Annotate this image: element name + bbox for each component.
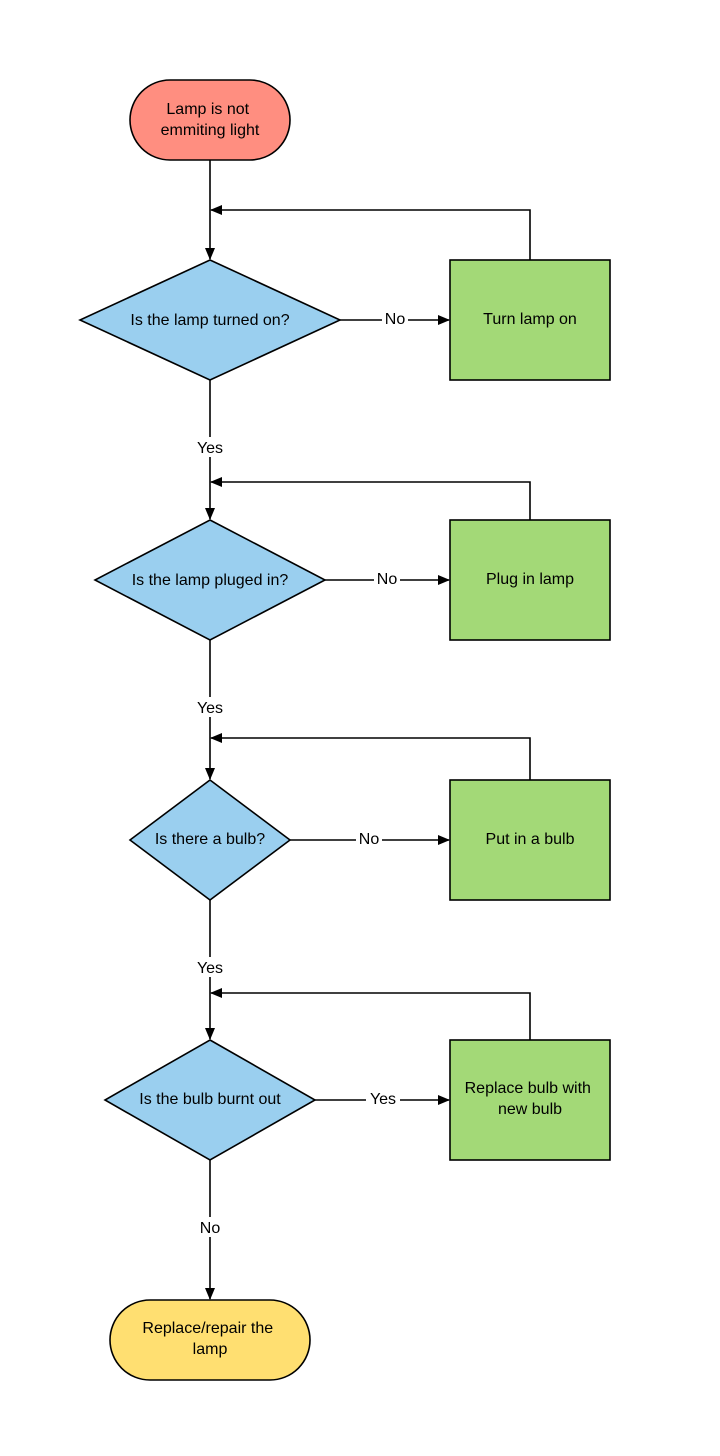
decision-shape — [78, 259, 342, 381]
edge-label-text: No — [385, 311, 406, 328]
decision-bulb-burnt-out: Is the bulb burnt out — [103, 1039, 317, 1161]
connector-a4-loop — [210, 988, 531, 1040]
edge-label-text: Yes — [197, 440, 223, 457]
connector-a1-loop — [210, 205, 531, 260]
edge-label-text: Yes — [197, 700, 223, 717]
connector-a3-loop — [210, 733, 531, 780]
action-shape — [449, 519, 611, 641]
edge-label-text: No — [359, 831, 380, 848]
decision-is-there-bulb: Is there a bulb? — [128, 779, 292, 901]
decision-shape — [93, 519, 327, 641]
action-replace-bulb: Replace bulb with new bulb — [449, 1039, 611, 1161]
decision-shape — [103, 1039, 317, 1161]
decision-lamp-turned-on: Is the lamp turned on? — [78, 259, 342, 381]
start-node: Lamp is not emmiting light — [129, 79, 291, 161]
decision-lamp-plugged-in: Is the lamp pluged in? — [93, 519, 327, 641]
action-shape — [449, 1039, 611, 1161]
edge-label-q1-yes: Yes — [193, 437, 227, 457]
action-label: Turn lamp on — [483, 311, 577, 328]
action-put-in-bulb: Put in a bulb — [449, 779, 611, 901]
edge-label-q3-yes: Yes — [193, 957, 227, 977]
edge-label-text: Yes — [370, 1091, 396, 1108]
action-turn-lamp-on: Turn lamp on — [449, 259, 611, 381]
action-shape — [449, 779, 611, 901]
decision-label: Is the bulb burnt out — [139, 1091, 281, 1108]
edge-label-text: Yes — [197, 960, 223, 977]
edge-label-text: No — [200, 1220, 221, 1237]
action-plug-in-lamp: Plug in lamp — [449, 519, 611, 641]
action-label: Replace bulb with new bulb — [465, 1080, 596, 1118]
decision-shape — [128, 779, 292, 901]
edge-label-q1-no: No — [382, 309, 408, 329]
edge-label-q4-no: No — [196, 1217, 224, 1237]
edge-label-q2-yes: Yes — [193, 697, 227, 717]
edge-label-text: No — [377, 571, 398, 588]
action-label: Put in a bulb — [486, 831, 575, 848]
decision-label: Is the lamp turned on? — [130, 312, 289, 329]
edge-label-q2-no: No — [374, 569, 400, 589]
start-shape — [129, 79, 291, 161]
edge-label-q4-yes: Yes — [366, 1089, 400, 1109]
action-label: Plug in lamp — [486, 571, 574, 588]
end-shape — [109, 1299, 311, 1381]
start-label: Lamp is not emmiting light — [161, 101, 260, 139]
end-node: Replace/repair the lamp — [109, 1299, 311, 1381]
action-shape — [449, 259, 611, 381]
connector-a2-loop — [210, 477, 531, 520]
decision-label: Is there a bulb? — [155, 831, 265, 848]
end-label: Replace/repair the lamp — [142, 1320, 277, 1358]
edge-label-q3-no: No — [356, 829, 382, 849]
decision-label: Is the lamp pluged in? — [132, 572, 289, 589]
